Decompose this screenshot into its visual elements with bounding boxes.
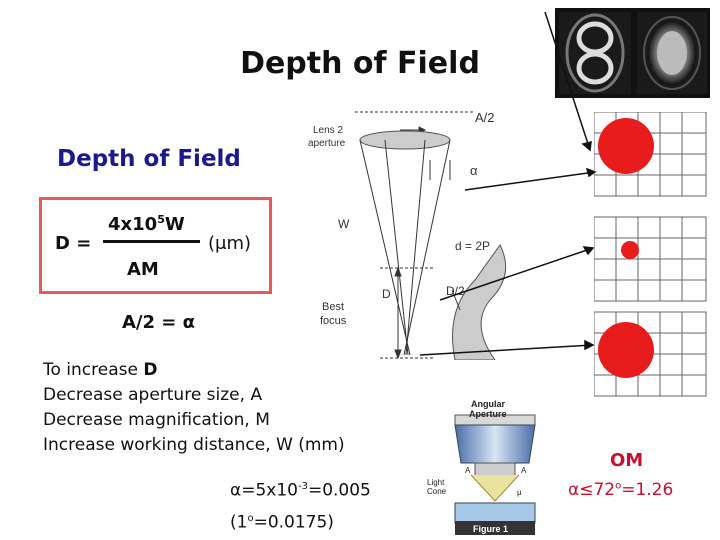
- notes-line-2: Decrease magnification, M: [43, 410, 270, 430]
- notes-line-1: Decrease aperture size, A: [43, 385, 263, 405]
- degree-value: (1o=0.0175): [230, 506, 334, 536]
- cone-line-left-outer: [359, 139, 411, 356]
- om-label: OM: [610, 450, 644, 471]
- angular-label-line-2: Aperture: [469, 409, 507, 419]
- objective-body: [454, 424, 536, 464]
- fraction-bar: [103, 240, 200, 243]
- formula-numerator-base: 4x10: [108, 214, 158, 235]
- mu-label: μ: [517, 488, 522, 497]
- increase-d-notes: To increase D Decrease aperture size, A …: [43, 358, 423, 458]
- d-arrow-top: [394, 266, 402, 277]
- cone-line-right-outer: [403, 139, 451, 356]
- formula-exponent: 5: [157, 213, 165, 226]
- grid-middle: [594, 216, 707, 302]
- om-relation-degree: o: [615, 480, 622, 492]
- notes-heading-prefix: To increase: [43, 360, 144, 380]
- formula-unit: (μm): [208, 233, 252, 254]
- om-relation: α≤72o=1.26: [568, 480, 673, 500]
- om-relation-prefix: α≤72: [568, 480, 616, 500]
- specimen-slide: [454, 502, 536, 524]
- figure-caption: Figure 1: [473, 524, 508, 534]
- cone-line-right-inner: [405, 139, 426, 356]
- a-left-label: A: [465, 466, 471, 475]
- diffraction-image-right: [637, 12, 707, 94]
- degree-value-prefix: (1: [230, 512, 248, 533]
- alpha-value-suffix: =0.005: [307, 480, 371, 501]
- aperture-relation: A/2 = α: [122, 312, 196, 333]
- page-title: Depth of Field: [240, 46, 480, 81]
- lens-label-line-2: aperture: [308, 138, 346, 149]
- focus-spot-small: [621, 241, 639, 259]
- degree-value-suffix: =0.0175): [253, 512, 334, 533]
- degree-value-degree: o: [247, 513, 254, 524]
- arrow-head-bottom-grid: [584, 339, 595, 351]
- formula-lhs: D =: [55, 233, 92, 254]
- formula-numerator-suffix: W: [164, 214, 185, 235]
- blur-spot-large-top: [598, 118, 654, 174]
- diffraction-images: [555, 8, 710, 98]
- formula-denominator: AM: [127, 259, 159, 280]
- blur-spot-large-bottom: [598, 322, 654, 378]
- w-label: W: [338, 217, 350, 231]
- best-focus-line-2: focus: [320, 315, 347, 327]
- d-label: D: [382, 287, 391, 301]
- arrow-head-middle-grid: [582, 246, 595, 256]
- light-cone-label-line-2: Cone: [427, 487, 447, 496]
- specimen-profile: [452, 244, 507, 360]
- formula-numerator: 4x105W: [108, 213, 185, 235]
- alpha-value-exponent: -3: [297, 481, 308, 492]
- objective-figure: Angular Aperture A A Light Cone μ Figure…: [427, 399, 536, 535]
- depth-of-field-diagram: Lens 2 aperture A/2 α W d = 2P D D/2 Bes…: [308, 110, 507, 360]
- d-half-label: D/2: [446, 284, 465, 298]
- angular-label-line-1: Angular: [471, 399, 505, 409]
- notes-line-3: Increase working distance, W (mm): [43, 435, 345, 455]
- om-relation-suffix: =1.26: [621, 480, 674, 500]
- lens-label-line-1: Lens 2: [313, 125, 343, 136]
- formula-box: [39, 197, 272, 294]
- light-cone-label-line-1: Light: [427, 478, 445, 487]
- notes-heading: To increase D: [43, 358, 423, 383]
- a-half-label: A/2: [475, 110, 495, 125]
- cone-line-left-inner: [384, 139, 409, 356]
- section-subtitle: Depth of Field: [57, 146, 241, 172]
- alpha-label: α: [470, 163, 478, 178]
- alpha-value: α=5x10-3=0.005: [230, 474, 371, 504]
- best-focus-line-1: Best: [322, 301, 344, 313]
- notes-heading-bold: D: [143, 360, 158, 380]
- d-eq-label: d = 2P: [455, 239, 490, 253]
- pixel-grids: [594, 112, 707, 397]
- light-cone: [470, 474, 520, 502]
- lens-aperture-shape: [359, 130, 451, 150]
- arrow-head-from-image: [581, 141, 592, 152]
- alpha-value-prefix: α=5x10: [230, 480, 298, 501]
- a-right-label: A: [521, 466, 527, 475]
- figure-caption-bar: [455, 521, 535, 535]
- objective-tip: [474, 462, 516, 478]
- d-arrow-bottom: [394, 349, 402, 360]
- diffraction-image-left: [559, 12, 631, 94]
